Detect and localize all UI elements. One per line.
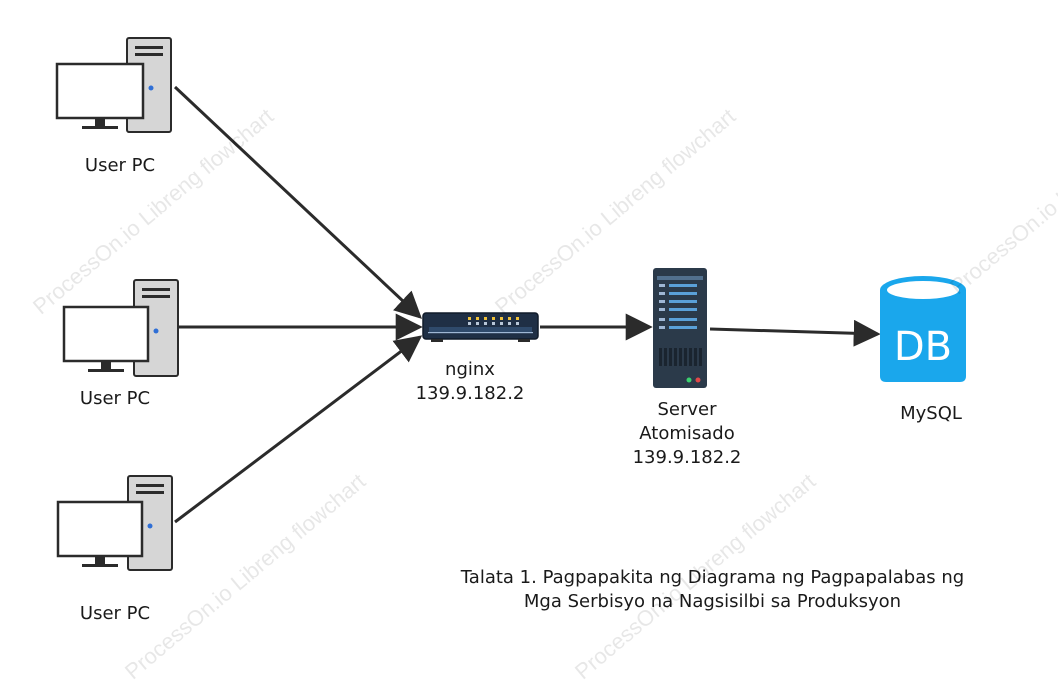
database-icon: DB <box>880 276 966 382</box>
user-pc-label: User PC <box>84 155 156 176</box>
nginx-name-label: nginx <box>445 359 495 380</box>
nginx-ip-label: 139.9.182.2 <box>415 383 525 404</box>
user-pc-label: User PC <box>79 388 151 409</box>
caption-line: Mga Serbisyo na Nagsisilbi sa Produksyon <box>523 591 902 612</box>
caption-line: Talata 1. Pagpapakita ng Diagrama ng Pag… <box>460 567 965 588</box>
user-pc-icon <box>55 37 172 133</box>
db-icon-text: DB <box>894 324 952 370</box>
server-ip-label: 139.9.182.2 <box>632 447 742 468</box>
server-name-label: Server <box>657 399 717 420</box>
db-label: MySQL <box>900 403 962 424</box>
network-switch-icon <box>422 312 539 342</box>
user-pc-icon <box>62 279 179 377</box>
diagram-svg: DB <box>55 37 966 571</box>
user-pc-label: User PC <box>79 603 151 624</box>
figure-caption: Talata 1. Pagpapakita ng Diagrama ng Pag… <box>440 566 985 614</box>
server-icon <box>653 268 707 388</box>
arrow-server-to-db <box>709 319 881 347</box>
diagram-canvas: DB ProcessOn.io Libreng flowchart Proces… <box>28 37 1058 684</box>
user-pc-icon <box>56 475 173 571</box>
server-type-label: Atomisado <box>639 423 735 444</box>
arrow-pc3-to-nginx <box>174 335 423 524</box>
connectors <box>173 85 881 524</box>
arrow-pc1-to-nginx <box>173 85 422 319</box>
